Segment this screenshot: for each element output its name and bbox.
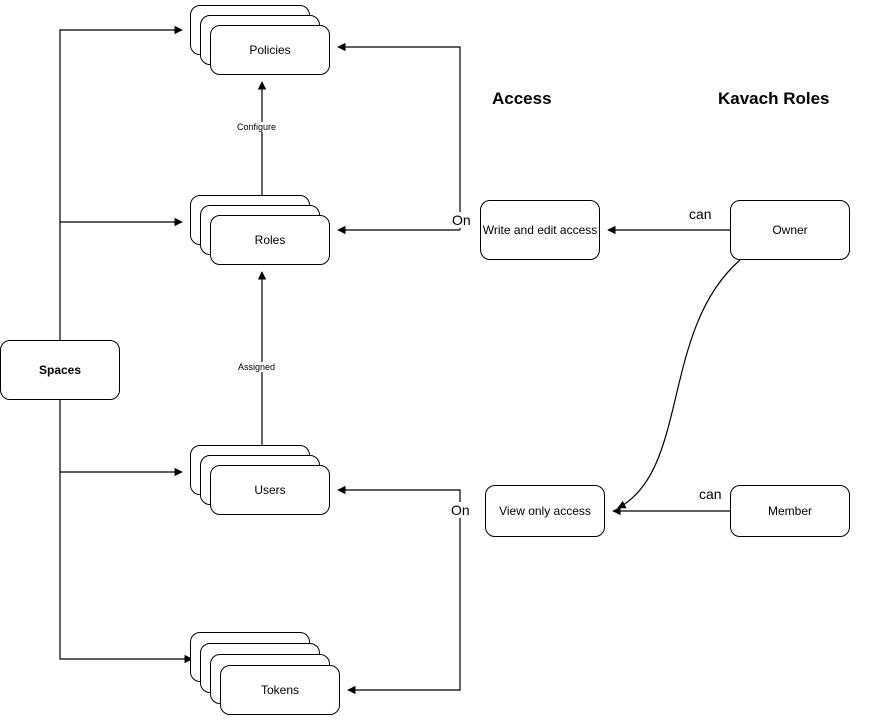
node-roles[interactable]: Roles: [210, 215, 330, 265]
edge-label-assigned: Assigned: [236, 362, 278, 372]
node-users-stack[interactable]: Users: [190, 445, 340, 525]
node-tokens-label: Tokens: [260, 683, 300, 697]
node-policies-label: Policies: [249, 43, 291, 57]
node-policies[interactable]: Policies: [210, 25, 330, 75]
node-roles-stack[interactable]: Roles: [190, 195, 340, 275]
node-roles-label: Roles: [254, 233, 286, 247]
node-spaces-label: Spaces: [38, 363, 82, 377]
node-view-only-access[interactable]: View only access: [485, 485, 605, 537]
edge-label-on-write: On: [450, 212, 473, 228]
node-users-label: Users: [254, 483, 286, 497]
node-tokens[interactable]: Tokens: [220, 665, 340, 715]
heading-kavach-roles: Kavach Roles: [718, 89, 830, 108]
node-owner-label: Owner: [772, 223, 808, 237]
edge-label-can-member: can: [697, 486, 724, 502]
edge-label-configure: Configure: [235, 122, 279, 132]
node-write-and-edit-access[interactable]: Write and edit access: [480, 200, 600, 260]
node-write-and-edit-access-label: Write and edit access: [482, 223, 598, 237]
edge-label-on-view: On: [449, 502, 472, 518]
heading-access: Access: [492, 89, 552, 108]
node-owner[interactable]: Owner: [730, 200, 850, 260]
node-member-label: Member: [767, 504, 812, 518]
node-view-only-access-label: View only access: [499, 504, 591, 518]
node-users[interactable]: Users: [210, 465, 330, 515]
node-member[interactable]: Member: [730, 485, 850, 537]
node-policies-stack[interactable]: Policies: [190, 5, 340, 85]
node-spaces[interactable]: Spaces: [0, 340, 120, 400]
edge-label-can-owner: can: [687, 206, 714, 222]
node-tokens-stack[interactable]: Tokens: [190, 632, 350, 722]
